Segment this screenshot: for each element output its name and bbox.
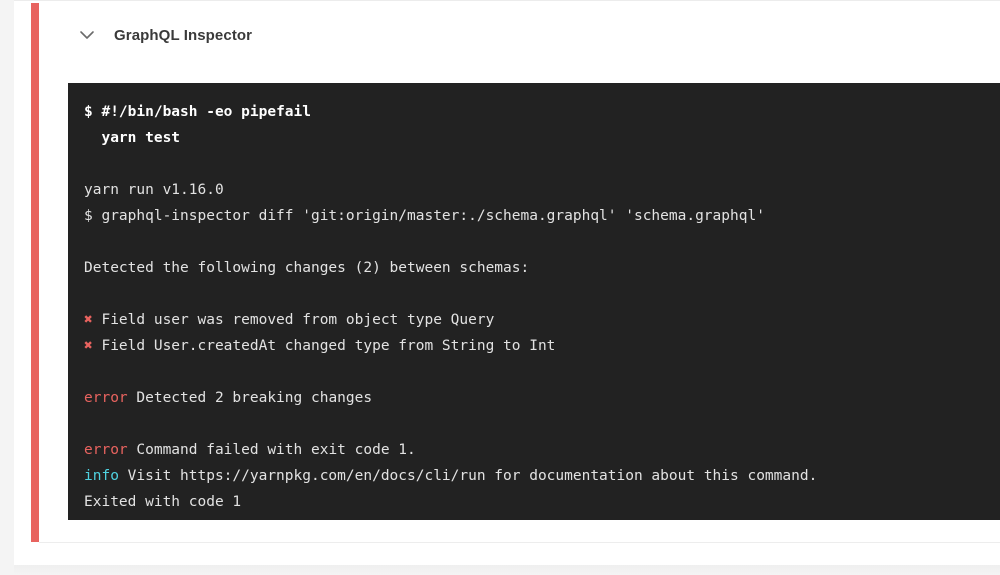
terminal-line: error Command failed with exit code 1. (84, 437, 1000, 463)
terminal-line: error Detected 2 breaking changes (84, 385, 1000, 411)
terminal-prompt-symbol: $ (84, 104, 102, 120)
terminal-line (84, 359, 1000, 385)
breaking-change-x-icon: ✖ (84, 312, 93, 328)
terminal-log-lines: $ #!/bin/bash -eo pipefail yarn test yar… (68, 99, 1000, 515)
card-divider (39, 542, 1000, 543)
terminal-line: yarn test (84, 125, 1000, 151)
terminal-line: Detected the following changes (2) betwe… (84, 255, 1000, 281)
page-bottom-shadow (14, 565, 1000, 575)
log-output-text: $ graphql-inspector diff 'git:origin/mas… (84, 208, 765, 224)
terminal-line (84, 229, 1000, 255)
terminal-command-text: yarn test (84, 130, 181, 146)
terminal-line (84, 411, 1000, 437)
terminal-command-text: #!/bin/bash -eo pipefail (101, 104, 311, 120)
job-log-card: GraphQL Inspector $ #!/bin/bash -eo pipe… (14, 0, 1000, 565)
log-output-text: yarn run v1.16.0 (84, 182, 224, 198)
terminal-line: yarn run v1.16.0 (84, 177, 1000, 203)
log-severity-error: error (84, 442, 128, 458)
chevron-down-icon[interactable] (74, 22, 100, 48)
log-message-text: Visit https://yarnpkg.com/en/docs/cli/ru… (118, 468, 818, 484)
terminal-line (84, 281, 1000, 307)
terminal-line (84, 151, 1000, 177)
job-title: GraphQL Inspector (114, 26, 253, 44)
breaking-change-x-icon: ✖ (84, 338, 93, 354)
job-status-rail (31, 3, 39, 542)
card-footer (14, 543, 1000, 565)
log-output-text: Exited with code 1 (84, 494, 242, 510)
log-output-text: Detected the following changes (2) betwe… (84, 260, 530, 276)
job-header[interactable]: GraphQL Inspector (54, 3, 1000, 67)
log-severity-error: error (84, 390, 128, 406)
terminal-line: ✖ Field User.createdAt changed type from… (84, 333, 1000, 359)
terminal-line: $ graphql-inspector diff 'git:origin/mas… (84, 203, 1000, 229)
breaking-change-text: Field user was removed from object type … (92, 312, 495, 328)
terminal-line: info Visit https://yarnpkg.com/en/docs/c… (84, 463, 1000, 489)
log-message-text: Detected 2 breaking changes (127, 390, 373, 406)
terminal-line: Exited with code 1 (84, 489, 1000, 515)
breaking-change-text: Field User.createdAt changed type from S… (92, 338, 556, 354)
terminal-log-panel[interactable]: $ #!/bin/bash -eo pipefail yarn test yar… (68, 83, 1000, 520)
terminal-line: $ #!/bin/bash -eo pipefail (84, 99, 1000, 125)
terminal-line: ✖ Field user was removed from object typ… (84, 307, 1000, 333)
log-message-text: Command failed with exit code 1. (127, 442, 416, 458)
log-severity-info: info (84, 468, 119, 484)
